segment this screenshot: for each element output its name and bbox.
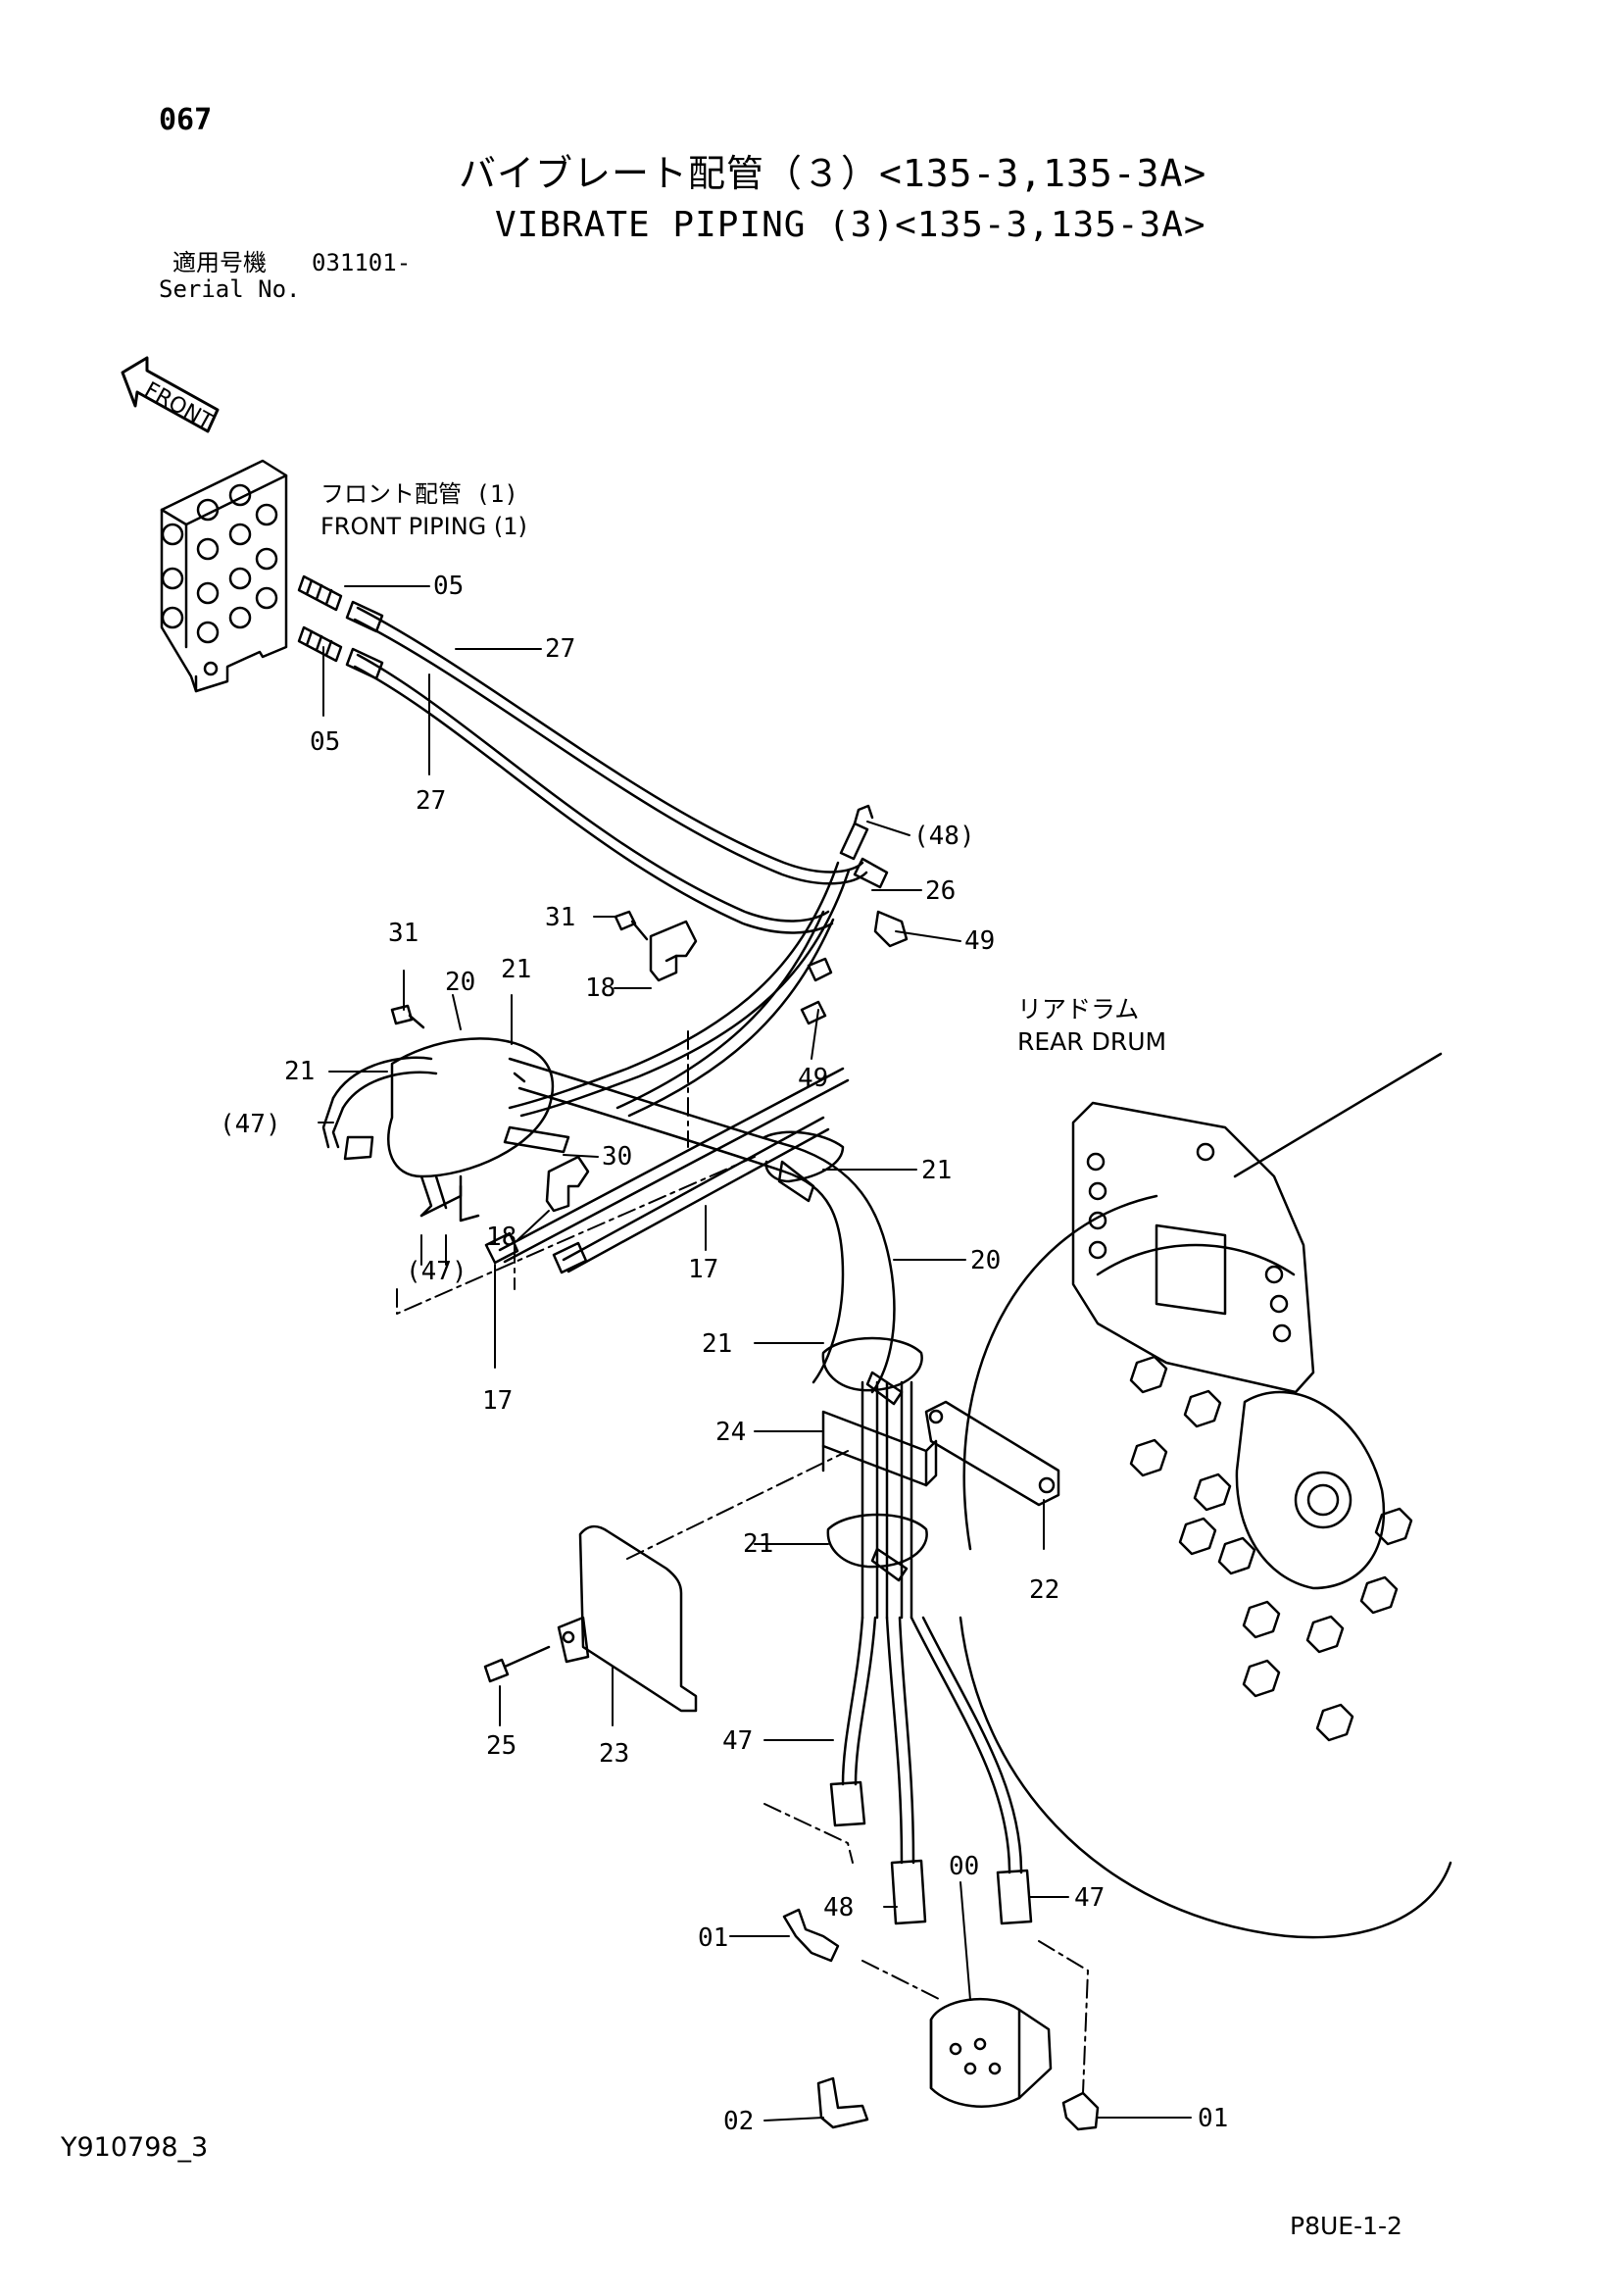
front-piping-label-english: FRONT PIPING (1) xyxy=(320,513,527,540)
rear-drum-label-japanese: リアドラム xyxy=(1017,995,1140,1023)
pump-00 xyxy=(929,1997,1053,2108)
serial-label-english: Serial No. xyxy=(159,275,301,303)
callout-01: 01 xyxy=(1198,2104,1228,2133)
callout-05: 05 xyxy=(310,727,340,757)
callout-25: 25 xyxy=(486,1731,516,1761)
fitting-01-left xyxy=(782,1908,840,1963)
callout-17: 17 xyxy=(482,1386,513,1416)
clamp-18-upper xyxy=(649,920,698,982)
callout-20: 20 xyxy=(445,968,475,997)
callout-48: (48) xyxy=(913,822,975,851)
document-id: Y910798_3 xyxy=(61,2132,209,2163)
callout-49: 49 xyxy=(798,1064,828,1093)
callout-24: 24 xyxy=(715,1418,746,1447)
valve-block xyxy=(160,459,288,693)
left-hose-assembly xyxy=(321,1037,570,1223)
rear-drum-label-english: REAR DRUM xyxy=(1017,1027,1167,1056)
connector-26 xyxy=(839,804,909,948)
callout-21: 21 xyxy=(743,1529,773,1559)
callout-21: 21 xyxy=(501,955,531,984)
vertical-hose-bundle xyxy=(861,1380,913,1620)
callout-48: 48 xyxy=(823,1893,854,1922)
clamp-21-middle xyxy=(821,1336,923,1406)
clamp-21-lower xyxy=(826,1513,928,1582)
callout-47: 47 xyxy=(722,1726,753,1756)
callout-01: 01 xyxy=(698,1923,728,1953)
fitting-05-lower xyxy=(297,625,343,663)
fitting-05-upper xyxy=(297,574,343,612)
phantom-lines xyxy=(396,1030,1089,2094)
front-arrow-label: FRONT xyxy=(140,377,217,435)
lower-hoses xyxy=(829,1616,1033,1925)
callout-18: 18 xyxy=(585,973,615,1003)
callout-27: 27 xyxy=(545,634,575,664)
clamp-18-lower xyxy=(545,1155,590,1213)
clamp-21-upper xyxy=(762,1130,845,1203)
callout-31: 31 xyxy=(388,919,418,948)
callout-47: 47 xyxy=(1074,1883,1105,1913)
bracket-24 xyxy=(821,1410,938,1487)
leader-lines xyxy=(318,585,1192,2121)
figure-code: P8UE-1-2 xyxy=(1290,2212,1402,2240)
callout-21: 21 xyxy=(921,1156,952,1185)
callout-18: 18 xyxy=(486,1223,516,1252)
callout-47: (47) xyxy=(406,1257,467,1286)
cover-plate-23 xyxy=(557,1524,698,1713)
callout-49: 49 xyxy=(964,926,995,956)
callout-21: 21 xyxy=(284,1057,315,1086)
fitting-01-right xyxy=(1061,2091,1100,2131)
page-number: 067 xyxy=(159,103,213,137)
bracket-22 xyxy=(924,1400,1060,1507)
bolt-25 xyxy=(483,1645,551,1683)
pipe-17 xyxy=(484,1067,850,1274)
serial-label-japanese: 適用号機 xyxy=(172,249,267,276)
title-japanese: バイブレート配管（３）<135-3,135-3A> xyxy=(459,152,1207,195)
callout-20: 20 xyxy=(970,1246,1001,1275)
bolt-31-left xyxy=(390,1004,425,1029)
callout-21: 21 xyxy=(702,1329,732,1359)
serial-value: 031101- xyxy=(312,249,412,276)
callout-02: 02 xyxy=(723,2107,754,2136)
rear-drum xyxy=(959,1052,1452,1939)
callout-00: 00 xyxy=(949,1852,979,1881)
callout-17: 17 xyxy=(688,1255,718,1284)
hose-27-upper xyxy=(345,600,868,885)
callout-23: 23 xyxy=(599,1739,629,1769)
callout-22: 22 xyxy=(1029,1575,1059,1605)
callout-31: 31 xyxy=(545,903,575,932)
front-piping-label-japanese: フロント配管 (1) xyxy=(320,480,518,508)
callout-26: 26 xyxy=(925,876,956,906)
callout-labels: 05 27 05 27 (48) 26 49 31 31 18 20 21 21… xyxy=(220,572,1228,2136)
fitting-02 xyxy=(816,2076,869,2129)
callout-05: 05 xyxy=(433,572,464,601)
callout-30: 30 xyxy=(602,1142,632,1172)
callout-47: (47) xyxy=(220,1110,281,1139)
bolt-31-upper xyxy=(614,910,649,941)
title-english: VIBRATE PIPING (3)<135-3,135-3A> xyxy=(495,205,1206,245)
fitting-49 xyxy=(800,957,833,1025)
front-arrow-icon: FRONT xyxy=(121,356,220,435)
hose-27-lower xyxy=(345,647,834,934)
callout-27: 27 xyxy=(416,786,446,816)
